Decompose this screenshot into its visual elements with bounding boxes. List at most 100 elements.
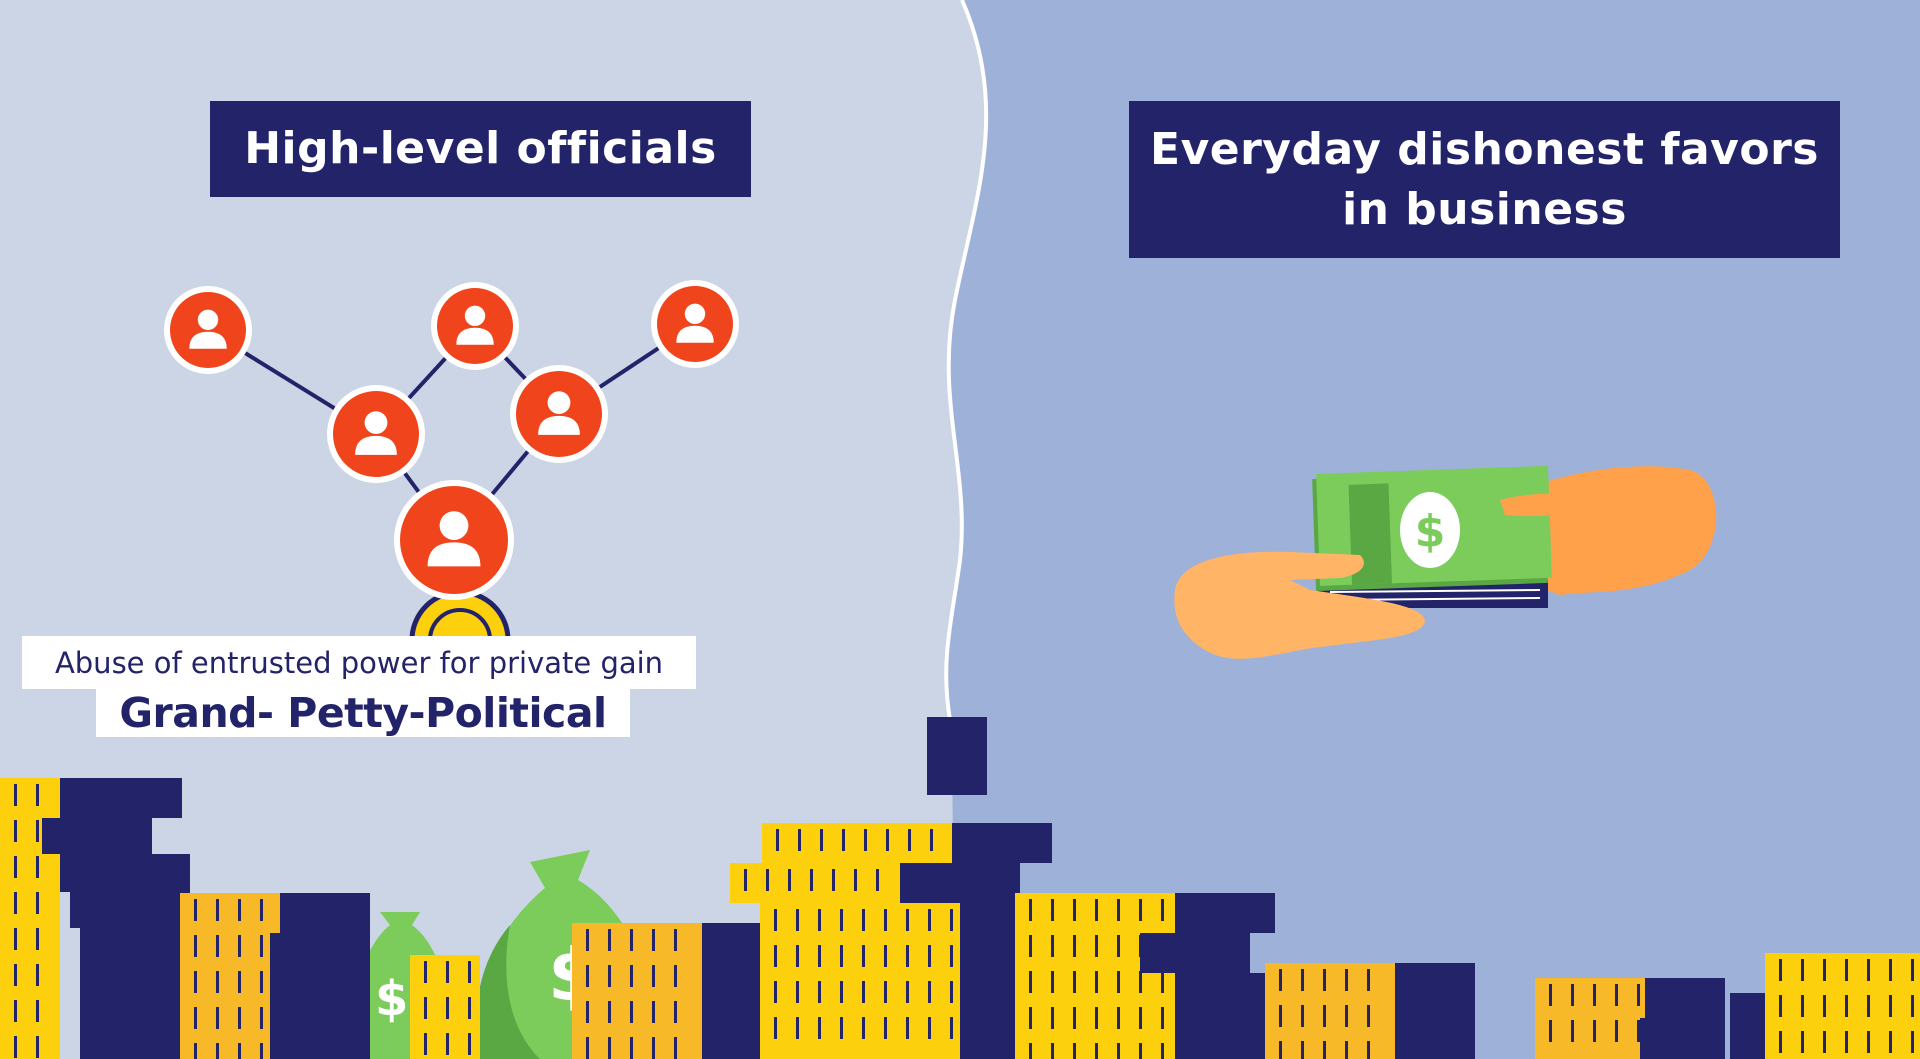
coin-edge xyxy=(1095,1043,1098,1059)
coin-edge xyxy=(774,981,777,1003)
coin-edge xyxy=(1117,1043,1120,1059)
coin-edge xyxy=(238,899,241,921)
coin-edge xyxy=(1779,995,1782,1017)
coin-edge xyxy=(1593,1020,1596,1042)
coin-edge xyxy=(674,929,677,951)
coin-edge xyxy=(950,1017,953,1039)
coin-edge xyxy=(788,869,791,891)
coin-stack xyxy=(952,823,1052,863)
coin-edge xyxy=(586,965,589,987)
coin-edge xyxy=(796,981,799,1003)
dollar-bill-icon xyxy=(1400,492,1460,568)
coin-edge xyxy=(1779,959,1782,981)
network-node xyxy=(327,385,425,483)
coin-stack xyxy=(60,854,190,892)
coin-edge xyxy=(1801,959,1804,981)
coin-stack xyxy=(1175,973,1265,1059)
coin-edge xyxy=(862,981,865,1003)
title-everyday-favors: Everyday dishonest favors in business xyxy=(1129,101,1840,258)
coin-edge xyxy=(1571,1020,1574,1042)
coin-edge xyxy=(1051,899,1054,921)
coin-edge xyxy=(1823,995,1826,1017)
coin-edge xyxy=(238,935,241,957)
coin-edge xyxy=(630,929,633,951)
coin-edge xyxy=(424,961,427,983)
coin-stack xyxy=(960,903,1015,1059)
coin-edge xyxy=(1117,935,1120,957)
coin-edge xyxy=(906,981,909,1003)
coin-edge xyxy=(216,971,219,993)
coin-edge xyxy=(652,1037,655,1059)
coin-edge xyxy=(1549,984,1552,1006)
coin-edge xyxy=(1301,969,1304,991)
coin-stack xyxy=(1535,978,1645,1059)
coin-edge xyxy=(1073,899,1076,921)
coin-edge xyxy=(260,1043,263,1059)
coin-edge xyxy=(1549,1020,1552,1042)
coin-edge xyxy=(1279,969,1282,991)
coin-stack xyxy=(760,903,960,1059)
coin-edge xyxy=(1095,935,1098,957)
coin-edge xyxy=(1029,1043,1032,1059)
coin-stack xyxy=(60,778,182,818)
coin-edge xyxy=(446,1033,449,1055)
coin-edge xyxy=(1029,1007,1032,1029)
coin-edge xyxy=(468,961,471,983)
coin-edge xyxy=(1911,1031,1914,1053)
coin-edge xyxy=(1345,969,1348,991)
coin-edge xyxy=(774,945,777,967)
coin-edge xyxy=(886,829,889,851)
coin-stack xyxy=(1395,963,1475,1059)
coin-stack xyxy=(270,933,370,973)
network-node xyxy=(431,282,519,370)
coin-edge xyxy=(1301,1041,1304,1059)
coin-edge xyxy=(652,1001,655,1023)
coin-edge xyxy=(1323,969,1326,991)
coin-edge xyxy=(1139,1043,1142,1059)
coin-edge xyxy=(630,965,633,987)
coin-edge xyxy=(446,961,449,983)
coin-stack xyxy=(1765,953,1920,1059)
coin-edge xyxy=(1867,959,1870,981)
coin-edge xyxy=(1051,935,1054,957)
coin-edge xyxy=(608,1001,611,1023)
coin-edge xyxy=(820,829,823,851)
coin-edge xyxy=(818,945,821,967)
coin-edge xyxy=(1301,1005,1304,1027)
coin-edge xyxy=(652,965,655,987)
coin-edge xyxy=(928,1017,931,1039)
coin-edge xyxy=(194,971,197,993)
coin-edge xyxy=(832,869,835,891)
coin-edge xyxy=(1593,984,1596,1006)
coin-edge xyxy=(216,899,219,921)
coin-edge xyxy=(884,945,887,967)
coin-edge xyxy=(1139,899,1142,921)
coin-edge xyxy=(36,784,39,806)
coin-edge xyxy=(774,1017,777,1039)
coin-edge xyxy=(928,909,931,931)
coin-edge xyxy=(36,856,39,878)
coin-stack xyxy=(1645,978,1725,1018)
definition-caption: Abuse of entrusted power for private gai… xyxy=(22,636,696,689)
coin-edge xyxy=(586,1037,589,1059)
coin-edge xyxy=(1051,1043,1054,1059)
coin-edge xyxy=(36,820,39,842)
coin-edge xyxy=(876,869,879,891)
coin-edge xyxy=(818,1017,821,1039)
coin-edge xyxy=(818,909,821,931)
coin-edge xyxy=(928,981,931,1003)
coin-edge xyxy=(1161,1007,1164,1029)
coin-edge xyxy=(796,1017,799,1039)
coin-edge xyxy=(1823,959,1826,981)
coin-edge xyxy=(1845,1031,1848,1053)
coin-edge xyxy=(744,869,747,891)
coin-edge xyxy=(1367,1005,1370,1027)
coin-edge xyxy=(14,856,17,878)
coin-edge xyxy=(1867,995,1870,1017)
coin-edge xyxy=(884,981,887,1003)
coin-edge xyxy=(194,935,197,957)
coin-edge xyxy=(766,869,769,891)
coin-edge xyxy=(950,945,953,967)
coin-edge xyxy=(14,928,17,950)
coin-edge xyxy=(1911,995,1914,1017)
